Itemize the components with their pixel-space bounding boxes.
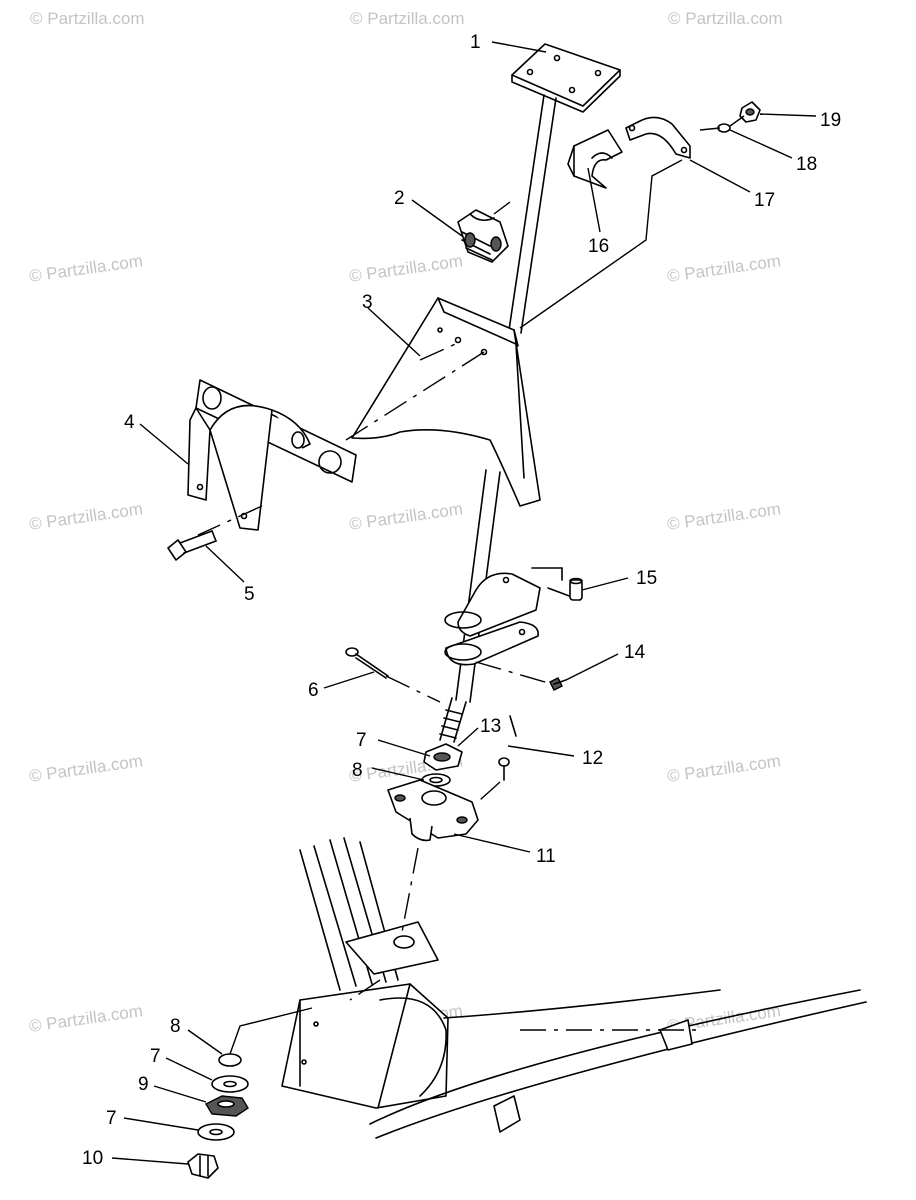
callout-4: 4 [124,412,135,433]
lower-spindle-housing [281,837,867,1139]
callout-19: 19 [820,110,841,131]
watermark-layer: © Partzilla.com © Partzilla.com © Partzi… [28,9,783,1036]
watermark: © Partzilla.com [666,751,782,786]
column-lower-end [439,697,467,743]
callout-2: 2 [394,188,405,209]
part-2-column-block [457,209,509,263]
part-16-clamp-half [567,129,623,189]
callout-13: 13 [480,716,501,737]
callout-7-upper: 7 [356,730,367,751]
watermark: © Partzilla.com [666,499,782,534]
part-17-clamp-cap [625,116,691,159]
callout-labels: 1 2 3 4 5 6 7 8 11 12 13 14 15 16 17 18 … [82,32,841,1169]
assembly-centerlines [197,115,745,1055]
part-11-steering-block [387,779,479,842]
watermark: © Partzilla.com [28,1001,144,1036]
callout-12: 12 [582,748,603,769]
callout-17: 17 [754,190,775,211]
watermark: © Partzilla.com [30,9,145,28]
part-7-nut-upper [423,743,463,771]
watermark: © Partzilla.com [348,251,464,286]
callout-18: 18 [796,154,817,175]
callout-8-lower: 8 [170,1016,181,1037]
callout-10: 10 [82,1148,103,1169]
callout-5: 5 [244,584,255,605]
watermark: © Partzilla.com [28,499,144,534]
part-7-washer-lower-b [197,1123,235,1141]
leader-lines [111,41,817,1165]
part-10-castle-nut [187,1153,219,1179]
callout-16: 16 [588,236,609,257]
watermark: © Partzilla.com [28,751,144,786]
callout-3: 3 [362,292,373,313]
watermark: © Partzilla.com [666,251,782,286]
part-15-pitman-plate [444,567,581,666]
callout-15: 15 [636,568,657,589]
callout-1: 1 [470,32,481,53]
watermark: © Partzilla.com [348,499,464,534]
part-8-o-ring-lower [218,1053,242,1067]
part-15-pin [569,577,583,601]
part-14-screw [549,677,567,691]
callout-8-upper: 8 [352,760,363,781]
callout-14: 14 [624,642,646,663]
callout-7-lower-a: 7 [150,1046,161,1067]
watermark: © Partzilla.com [668,9,783,28]
part-12-bolt [498,715,517,781]
part-7-washer-lower-a [211,1075,249,1093]
part-9-jam-nut [205,1095,249,1117]
watermark: © Partzilla.com [350,9,465,28]
callout-7-lower-b: 7 [106,1108,117,1129]
part-19-nut [739,101,761,123]
callout-11: 11 [536,846,556,867]
part-5-bolt [167,530,217,561]
watermark: © Partzilla.com [28,251,144,286]
steering-mount-plate [351,297,541,507]
part-6-cotter-pin [345,647,389,679]
callout-9: 9 [138,1074,149,1095]
callout-6: 6 [308,680,319,701]
part-4-bracket [187,379,357,531]
